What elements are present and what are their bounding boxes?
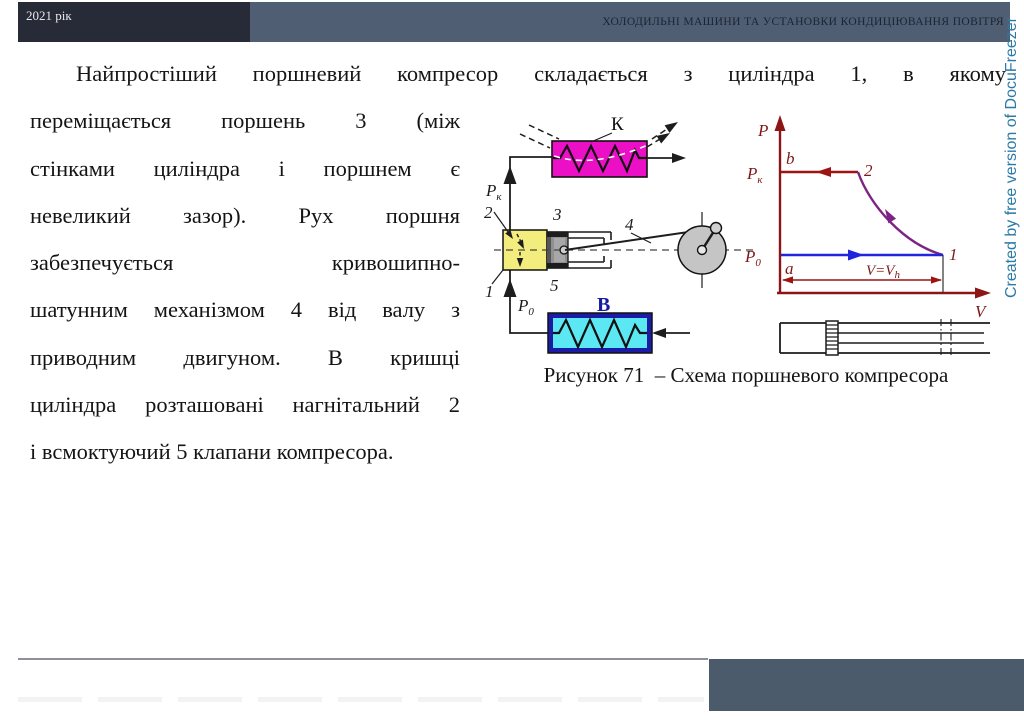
condenser-outlet-arrow-icon — [672, 153, 686, 163]
piston-block — [825, 320, 839, 356]
airflow-arrow-icon — [664, 122, 678, 133]
pk-tick-label: Pк — [746, 164, 763, 186]
footer-ghost-text — [18, 697, 704, 702]
part-4-pointer — [630, 232, 652, 244]
paragraph-line: шатунним механізмом 4 від валу з — [30, 297, 460, 323]
piston-ring — [547, 232, 568, 237]
compression-curve-12 — [856, 171, 944, 257]
point-2-label: 2 — [864, 161, 873, 180]
condenser: К — [519, 114, 686, 178]
part-label-3: 3 — [552, 205, 562, 224]
footer-divider — [18, 658, 708, 660]
part-label-4: 4 — [625, 215, 634, 234]
airflow-in-lines — [519, 124, 560, 149]
vh-span-arrow-icon — [931, 276, 942, 284]
valve-arrow-icon — [516, 258, 524, 267]
suction-direction-arrow-icon — [848, 249, 864, 261]
figure-71-diagram: К — [484, 114, 991, 357]
figure-caption: Рисунок 71 – Схема поршневого компресора — [543, 363, 949, 387]
point-b-label: b — [786, 149, 795, 168]
evaporator: В — [547, 294, 690, 354]
evaporator-label: В — [597, 294, 610, 316]
suction-pipe — [509, 270, 549, 334]
crank-shaft — [696, 244, 708, 256]
vvh-label: V=Vh — [866, 263, 900, 281]
paragraph-line: забезпечується кривошипно- — [30, 250, 460, 276]
p0-pressure-label: P0 — [517, 296, 534, 318]
discharge-flow-arrow-icon — [503, 166, 517, 184]
part-2-pointer-arrow-icon — [505, 229, 513, 239]
compression-direction-arrow-icon — [885, 209, 897, 224]
paragraph-line: приводним двигуном. В кришці — [30, 344, 460, 370]
condenser-coil-icon — [553, 143, 647, 174]
v-axis-label: V — [975, 302, 988, 321]
crank-mechanism — [494, 212, 756, 288]
v-axis-arrow-icon — [975, 287, 991, 299]
p-axis-label: P — [757, 121, 768, 140]
condenser-label-pointer — [590, 132, 613, 143]
part-label-5: 5 — [550, 276, 559, 295]
part-1-pointer — [491, 269, 504, 285]
paragraph-line: циліндра розташовані нагнітальний 2 — [30, 392, 460, 418]
pv-diagram: P V b Pк 2 P0 a 1 V=Vh — [744, 115, 991, 321]
footer-accent-box — [709, 659, 1024, 711]
valve-arrow-icon — [517, 239, 524, 249]
course-title: ХОЛОДИЛЬНІ МАШИНИ ТА УСТАНОВКИ КОНДИЦІЮВ… — [602, 16, 1004, 28]
discharge-pipe — [509, 156, 553, 233]
p-axis-arrow-icon — [774, 115, 786, 131]
paragraph-line: невеликий зазор). Рух поршня — [30, 202, 460, 228]
piston-ring — [547, 263, 568, 268]
body-paragraph: Найпростіший поршневий компресор складає… — [30, 50, 1006, 476]
pk-pressure-label: Pк — [485, 181, 502, 203]
piston-position-schematic — [779, 319, 990, 357]
condenser-label: К — [611, 114, 624, 135]
airflow-arrow-icon — [656, 133, 670, 144]
piston-hatch — [826, 324, 838, 350]
evaporator-inlet-arrow-icon — [652, 328, 666, 338]
evaporator-coil-icon — [553, 317, 647, 350]
crank-pin — [709, 221, 723, 235]
cylinder-walls — [547, 231, 612, 269]
dead-center-lines — [940, 319, 952, 357]
paragraph-line: Найпростіший поршневий компресор складає… — [76, 61, 1006, 86]
vh-span-arrow-icon — [782, 276, 793, 284]
year-badge: 2021 рік — [18, 2, 250, 42]
discharge-valve-flow — [516, 233, 524, 247]
part-label-2: 2 — [484, 203, 493, 222]
paragraph-line: стінками циліндра і поршнем є — [30, 155, 460, 181]
discharge-direction-arrow-icon — [816, 167, 831, 177]
compressor-schematic: К — [484, 114, 756, 354]
point-a-label: a — [785, 259, 794, 278]
suction-flow-arrow-icon — [503, 279, 517, 297]
piston-rod-lines — [838, 332, 984, 344]
point-1-label: 1 — [949, 245, 958, 264]
cylinder-outline — [779, 322, 990, 354]
part-label-1: 1 — [485, 282, 494, 301]
p0-tick-label: P0 — [744, 247, 761, 269]
paragraph-line: і всмоктуючий 5 клапани компресора. — [30, 439, 394, 465]
paragraph-line: переміщається поршень 3 (між — [30, 108, 460, 134]
